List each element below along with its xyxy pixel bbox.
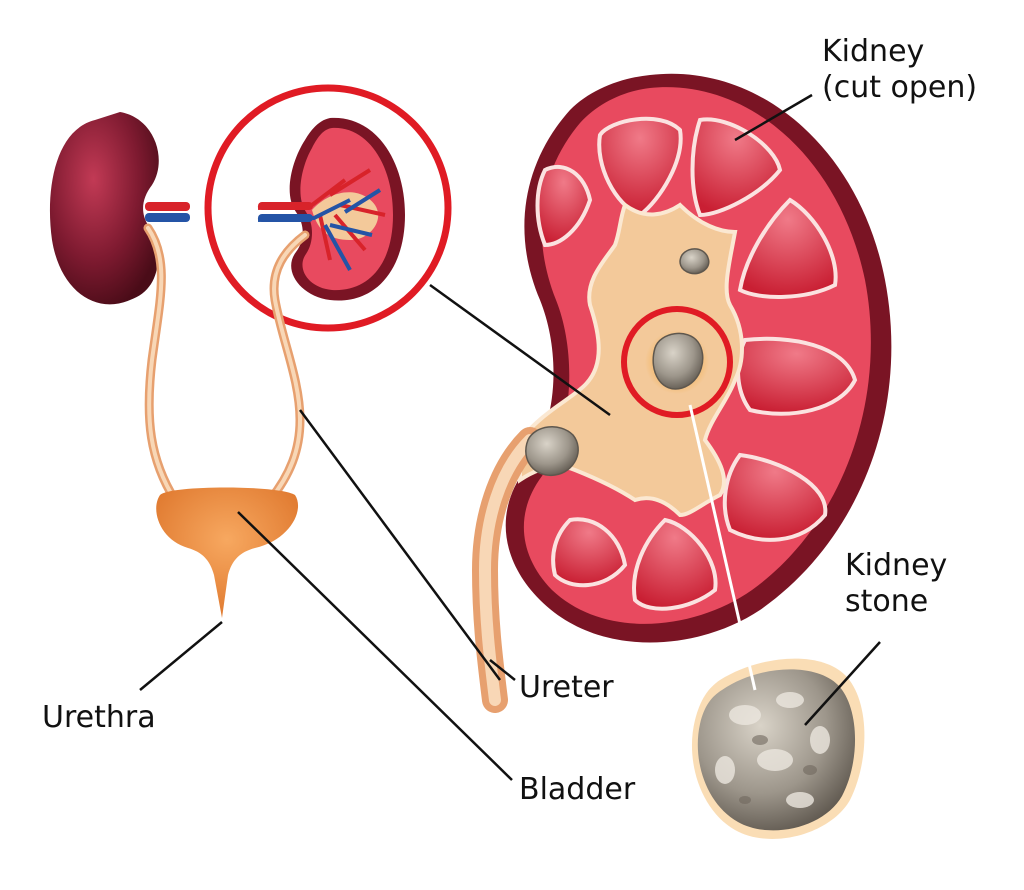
left-renal-vein: [145, 213, 190, 222]
left-kidney: [49, 112, 159, 305]
kidney-stone-label: Kidney stone: [845, 548, 947, 620]
urethra-label: Urethra: [42, 700, 156, 735]
small-stones: [525, 248, 710, 476]
cut-open-kidney: [471, 73, 892, 713]
renal-pyramids: [535, 116, 858, 611]
stone-label-line2: stone: [845, 584, 929, 619]
kidney-cut-open-label: Kidney (cut open): [822, 34, 977, 106]
urinary-system: [49, 84, 452, 618]
kidney-label-line2: (cut open): [822, 70, 978, 105]
highlighted-stone: [652, 332, 704, 390]
leader-lines: [139, 93, 881, 781]
bladder-label: Bladder: [519, 772, 636, 807]
kidney-label-line1: Kidney: [822, 34, 925, 69]
stone-label-line1: Kidney: [845, 548, 948, 583]
stone-highlight-circle: [621, 306, 733, 418]
kidney-stone-enlarged: [691, 658, 865, 839]
ureter-label: Ureter: [519, 670, 614, 705]
bladder: [156, 487, 299, 618]
left-renal-artery: [145, 202, 190, 211]
